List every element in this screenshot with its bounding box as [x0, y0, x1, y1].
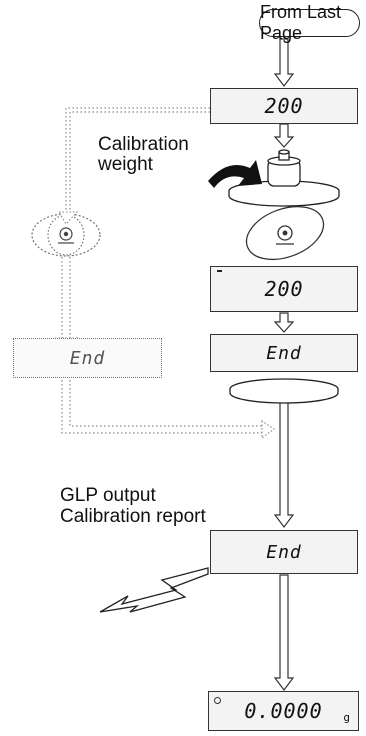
display-end-text: End: [69, 347, 106, 369]
stability-indicator-icon: [31, 213, 101, 257]
flow-arrow-2: [273, 123, 295, 148]
lightning-output-icon: [99, 567, 209, 613]
display-end-text: End: [266, 342, 302, 364]
flow-arrow-1: [273, 38, 295, 87]
display-weight-200-stable: 200: [210, 266, 358, 312]
display-value: 200: [264, 94, 304, 118]
display-zero: 0.0000 g: [208, 691, 359, 731]
stable-dot-icon: [214, 697, 221, 704]
flow-arrow-4: [273, 399, 295, 528]
glp-output-label: GLP output: [60, 485, 156, 506]
stability-indicator-icon: [58, 227, 74, 244]
display-end-text: End: [266, 541, 302, 563]
stability-indicator-icon: [245, 205, 325, 261]
weight-on-pan: [228, 149, 340, 207]
display-unit: g: [343, 711, 350, 724]
flow-arrow-3: [273, 312, 295, 333]
place-weight-arrow-icon: [208, 160, 262, 188]
calibration-weight-label-line1: Calibration: [98, 134, 189, 155]
from-last-page-label: From Last Page: [259, 2, 360, 43]
dotted-branch-path: [61, 107, 262, 434]
display-zero-value: 0.0000: [244, 699, 323, 723]
display-end-dotted: End: [13, 338, 162, 378]
weighing-pan-icon: [229, 378, 339, 404]
display-end-glp: End: [210, 530, 358, 574]
display-end-main: End: [210, 334, 358, 372]
flow-arrow-5: [273, 574, 295, 691]
display-value: 200: [264, 277, 304, 301]
display-weight-200: 200: [210, 88, 358, 124]
calibration-report-label: Calibration report: [60, 506, 206, 527]
stable-mark-icon: [217, 270, 222, 272]
calibration-weight-label-line2: weight: [98, 154, 153, 175]
